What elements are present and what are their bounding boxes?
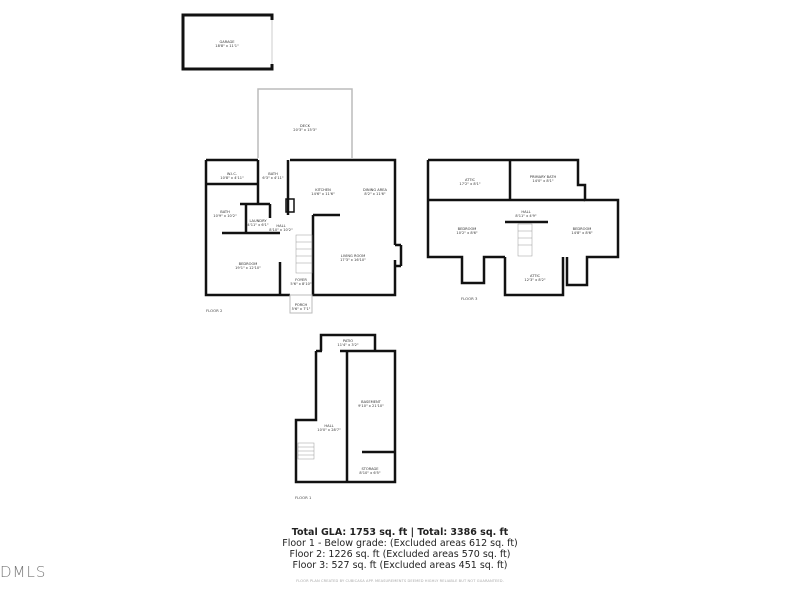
porch-outline <box>289 294 313 314</box>
chimney <box>285 198 295 213</box>
floor1-stairs <box>297 442 315 460</box>
deck-outline <box>257 88 353 158</box>
disclaimer: FLOOR PLAN CREATED BY CUBICASA APP. MEAS… <box>296 579 504 583</box>
floor2-area: Floor 2: 1226 sq. ft (Excluded areas 570… <box>289 549 511 560</box>
floor1-walls <box>294 333 397 484</box>
floor2-walls <box>204 158 403 297</box>
floor3-area: Floor 3: 527 sq. ft (Excluded areas 451 … <box>292 560 508 571</box>
floor3-label: FLOOR 3 <box>461 296 478 301</box>
dmls-logo: DMLS <box>0 563 47 581</box>
garage-walls <box>181 13 274 71</box>
floor1-label: FLOOR 1 <box>295 495 312 500</box>
floor3-stairs <box>517 223 533 257</box>
floor2-label: FLOOR 2 <box>206 308 223 313</box>
room-wic: W.I.C.10'8" x 4'11" <box>220 172 244 181</box>
floor3-walls <box>426 158 620 297</box>
floor2-stairs <box>295 234 313 274</box>
floor1-area: Floor 1 - Below grade: (Excluded areas 6… <box>282 538 518 549</box>
area-summary: Total GLA: 1753 sq. ft | Total: 3386 sq.… <box>250 527 550 571</box>
total-area: Total GLA: 1753 sq. ft | Total: 3386 sq.… <box>291 527 509 538</box>
